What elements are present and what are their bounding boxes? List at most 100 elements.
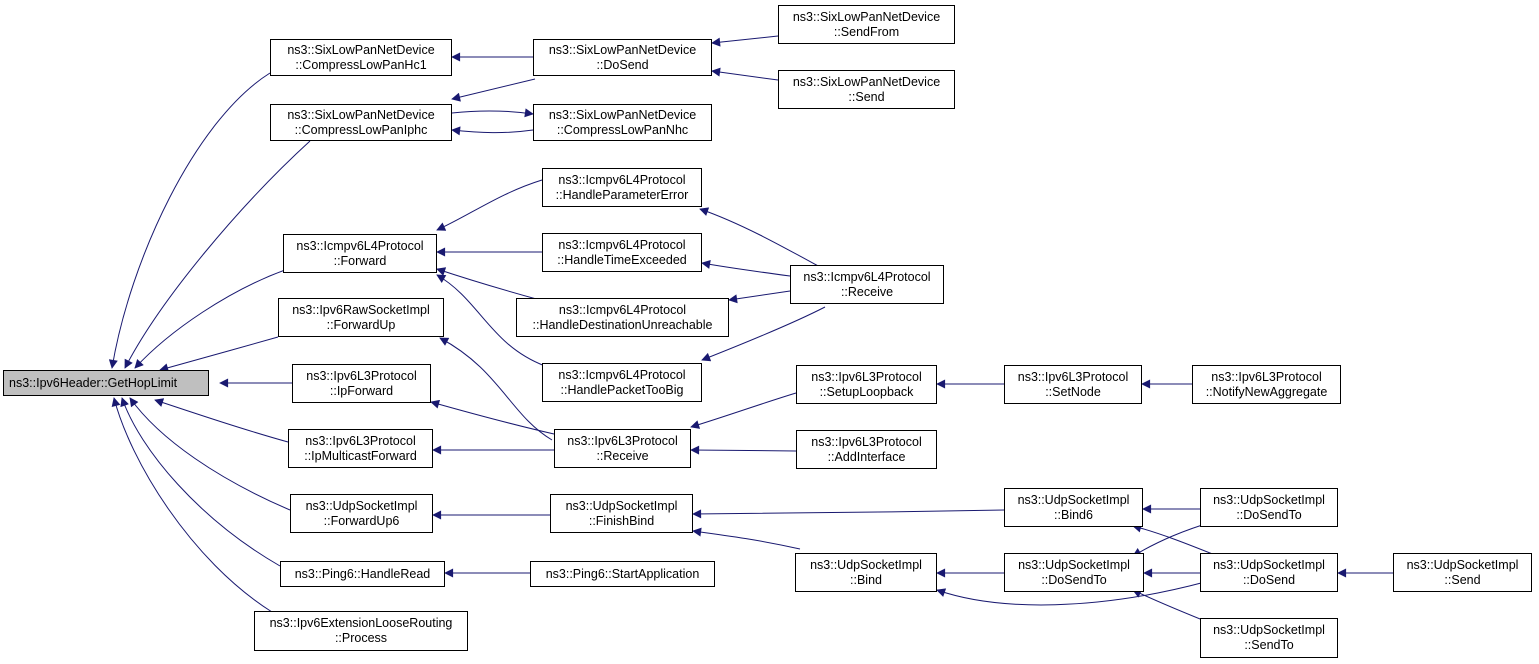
node-label: ns3::UdpSocketImpl — [1018, 557, 1130, 572]
node-add-interface[interactable]: ns3::Ipv6L3Protocol ::AddInterface — [796, 430, 937, 469]
node-loose-routing-process[interactable]: ns3::Ipv6ExtensionLooseRouting ::Process — [254, 611, 468, 651]
node-label: ns3::UdpSocketImpl — [1213, 492, 1325, 507]
node-label: ::Receive — [840, 284, 894, 299]
node-label: ::CompressLowPanIphc — [294, 122, 428, 137]
node-label: ::Bind — [850, 572, 882, 587]
node-udp-send[interactable]: ns3::UdpSocketImpl ::Send — [1393, 553, 1532, 592]
node-finish-bind[interactable]: ns3::UdpSocketImpl ::FinishBind — [550, 494, 693, 533]
node-handle-destination-unreachable[interactable]: ns3::Icmpv6L4Protocol ::HandleDestinatio… — [516, 298, 729, 337]
edge-rawfwd-root — [159, 336, 279, 373]
edge-addif-l3recv — [690, 445, 797, 455]
node-label: ::SendFrom — [833, 24, 900, 39]
node-label: ns3::Ipv6L3Protocol — [811, 369, 922, 384]
node-label: ::Bind6 — [1054, 507, 1093, 522]
node-sixlowpan-send[interactable]: ns3::SixLowPanNetDevice ::Send — [778, 70, 955, 109]
node-label: ns3::UdpSocketImpl — [810, 557, 922, 572]
node-ipmulticastforward[interactable]: ns3::Ipv6L3Protocol ::IpMulticastForward — [288, 429, 433, 468]
edge-hc1-root — [108, 72, 271, 369]
node-handle-packet-too-big[interactable]: ns3::Icmpv6L4Protocol ::HandlePacketTooB… — [542, 363, 702, 402]
node-ipforward[interactable]: ns3::Ipv6L3Protocol ::IpForward — [292, 364, 431, 403]
node-compress-nhc[interactable]: ns3::SixLowPanNetDevice ::CompressLowPan… — [533, 104, 712, 141]
node-label: ns3::SixLowPanNetDevice — [792, 9, 941, 24]
node-label: ::CompressLowPanNhc — [556, 122, 689, 137]
edge-send-dosend — [711, 67, 779, 81]
node-root[interactable]: ns3::Ipv6Header::GetHopLimit — [3, 370, 209, 396]
node-label: ::SetNode — [1045, 384, 1101, 399]
node-l3-receive[interactable]: ns3::Ipv6L3Protocol ::Receive — [554, 429, 691, 468]
node-label: ns3::Ipv6L3Protocol — [305, 433, 416, 448]
node-compress-iphc[interactable]: ns3::SixLowPanNetDevice ::CompressLowPan… — [270, 104, 452, 141]
node-label: ::Process — [334, 631, 388, 645]
node-label: ns3::SixLowPanNetDevice — [792, 74, 941, 89]
node-label: ::DoSend — [1242, 572, 1296, 587]
node-icmpv6-receive[interactable]: ns3::Icmpv6L4Protocol ::Receive — [790, 265, 944, 304]
node-bind[interactable]: ns3::UdpSocketImpl ::Bind — [795, 553, 937, 592]
node-label: ::IpMulticastForward — [304, 448, 417, 463]
edge-hpe-icfwd — [436, 179, 543, 231]
edge-l3recv-ipfwd — [430, 399, 555, 435]
node-label: ::HandleDestinationUnreachable — [532, 317, 713, 332]
node-handle-parameter-error[interactable]: ns3::Icmpv6L4Protocol ::HandleParameterE… — [542, 168, 702, 207]
node-label: ns3::UdpSocketImpl — [1213, 623, 1325, 637]
node-udp-dosend[interactable]: ns3::UdpSocketImpl ::DoSend — [1200, 553, 1338, 592]
node-label: ns3::Icmpv6L4Protocol — [558, 367, 686, 382]
node-label: ::DoSend — [596, 57, 649, 72]
node-label: ns3::Ipv6L3Protocol — [1017, 369, 1129, 384]
edge-udpfwd-root — [129, 397, 291, 511]
node-handle-time-exceeded[interactable]: ns3::Icmpv6L4Protocol ::HandleTimeExceed… — [542, 233, 702, 272]
edge-icfwd-root — [134, 269, 286, 369]
node-label: ::DoSendTo — [1236, 507, 1302, 522]
node-label: ns3::Ipv6L3Protocol — [1211, 369, 1322, 384]
node-label: ::HandleTimeExceeded — [557, 252, 687, 267]
edge-setloop-l3recv — [690, 392, 797, 429]
edge-sendfrom-dosend — [711, 35, 779, 47]
edge-icrecv-hdu — [728, 290, 791, 304]
edge-udpdosend-bind6 — [1132, 523, 1216, 556]
node-label: ::Send — [1444, 572, 1481, 587]
node-label: ns3::Icmpv6L4Protocol — [296, 238, 424, 253]
node-label: ns3::UdpSocketImpl — [565, 498, 678, 513]
node-label: ns3::Icmpv6L4Protocol — [558, 237, 686, 252]
node-label: ns3::Icmpv6L4Protocol — [558, 302, 687, 317]
node-label: ::AddInterface — [827, 449, 906, 464]
node-udp-sendto[interactable]: ns3::UdpSocketImpl ::SendTo — [1200, 618, 1338, 658]
node-label: ns3::SixLowPanNetDevice — [548, 107, 697, 122]
node-label: ns3::Ping6::HandleRead — [294, 566, 431, 581]
edge-dosend-iphc — [451, 78, 536, 102]
edge-hptb-icfwd — [436, 274, 546, 367]
node-label: ns3::Icmpv6L4Protocol — [558, 172, 686, 187]
node-notify-new-aggregate[interactable]: ns3::Ipv6L3Protocol ::NotifyNewAggregate — [1192, 365, 1341, 404]
edge-pingread-root — [120, 397, 281, 567]
node-raw-socket-forwardup[interactable]: ns3::Ipv6RawSocketImpl ::ForwardUp — [278, 298, 444, 337]
node-label: ns3::UdpSocketImpl — [1406, 557, 1519, 572]
node-sixlowpan-dosend[interactable]: ns3::SixLowPanNetDevice ::DoSend — [533, 39, 712, 76]
node-label: ns3::Ipv6L3Protocol — [567, 433, 678, 448]
node-label: ns3::Ipv6L3Protocol — [811, 434, 922, 449]
node-label: ::Forward — [333, 253, 387, 268]
node-dosendto-upper[interactable]: ns3::UdpSocketImpl ::DoSendTo — [1200, 488, 1338, 527]
node-ping6-handleread[interactable]: ns3::Ping6::HandleRead — [280, 561, 445, 587]
node-label: ::IpForward — [329, 383, 394, 398]
node-setup-loopback[interactable]: ns3::Ipv6L3Protocol ::SetupLoopback — [796, 365, 937, 404]
node-dosendto-lower[interactable]: ns3::UdpSocketImpl ::DoSendTo — [1004, 553, 1144, 592]
node-label: ::Send — [848, 89, 885, 104]
node-set-node[interactable]: ns3::Ipv6L3Protocol ::SetNode — [1004, 365, 1142, 404]
node-label: ::FinishBind — [588, 513, 655, 528]
edge-udpdosend-bind — [936, 581, 1206, 606]
node-ping6-startapplication[interactable]: ns3::Ping6::StartApplication — [530, 561, 715, 587]
edge-l3recv-rawfwd — [439, 337, 553, 441]
edge-icrecv-hptb — [701, 306, 826, 362]
node-label: ::Receive — [596, 448, 649, 463]
node-label: ns3::UdpSocketImpl — [305, 498, 418, 513]
node-label: ::SendTo — [1244, 638, 1294, 652]
node-sixlowpan-sendfrom[interactable]: ns3::SixLowPanNetDevice ::SendFrom — [778, 5, 955, 44]
node-label: ns3::UdpSocketImpl — [1017, 492, 1130, 507]
node-udp-forwardup6[interactable]: ns3::UdpSocketImpl ::ForwardUp6 — [290, 494, 433, 533]
node-label: ::SetupLoopback — [819, 384, 914, 399]
node-label: ns3::Ipv6L3Protocol — [306, 368, 417, 383]
node-bind6[interactable]: ns3::UdpSocketImpl ::Bind6 — [1004, 488, 1143, 527]
node-icmpv6-forward[interactable]: ns3::Icmpv6L4Protocol ::Forward — [283, 234, 437, 273]
node-compress-hc1[interactable]: ns3::SixLowPanNetDevice ::CompressLowPan… — [270, 39, 452, 76]
node-label: ns3::SixLowPanNetDevice — [287, 107, 435, 122]
